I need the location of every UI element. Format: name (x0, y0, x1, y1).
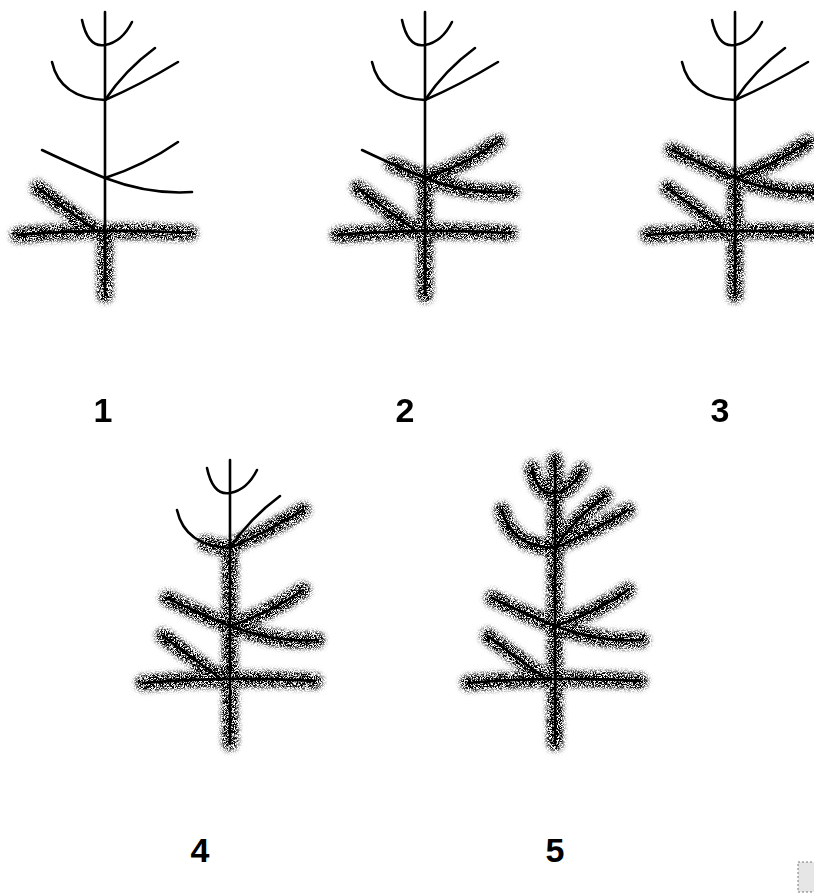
stage-number: 4 (191, 833, 210, 867)
stage-number: 5 (546, 833, 565, 867)
stage-number: 2 (396, 393, 415, 427)
stage-number: 3 (711, 393, 730, 427)
stage-number: 1 (94, 393, 113, 427)
